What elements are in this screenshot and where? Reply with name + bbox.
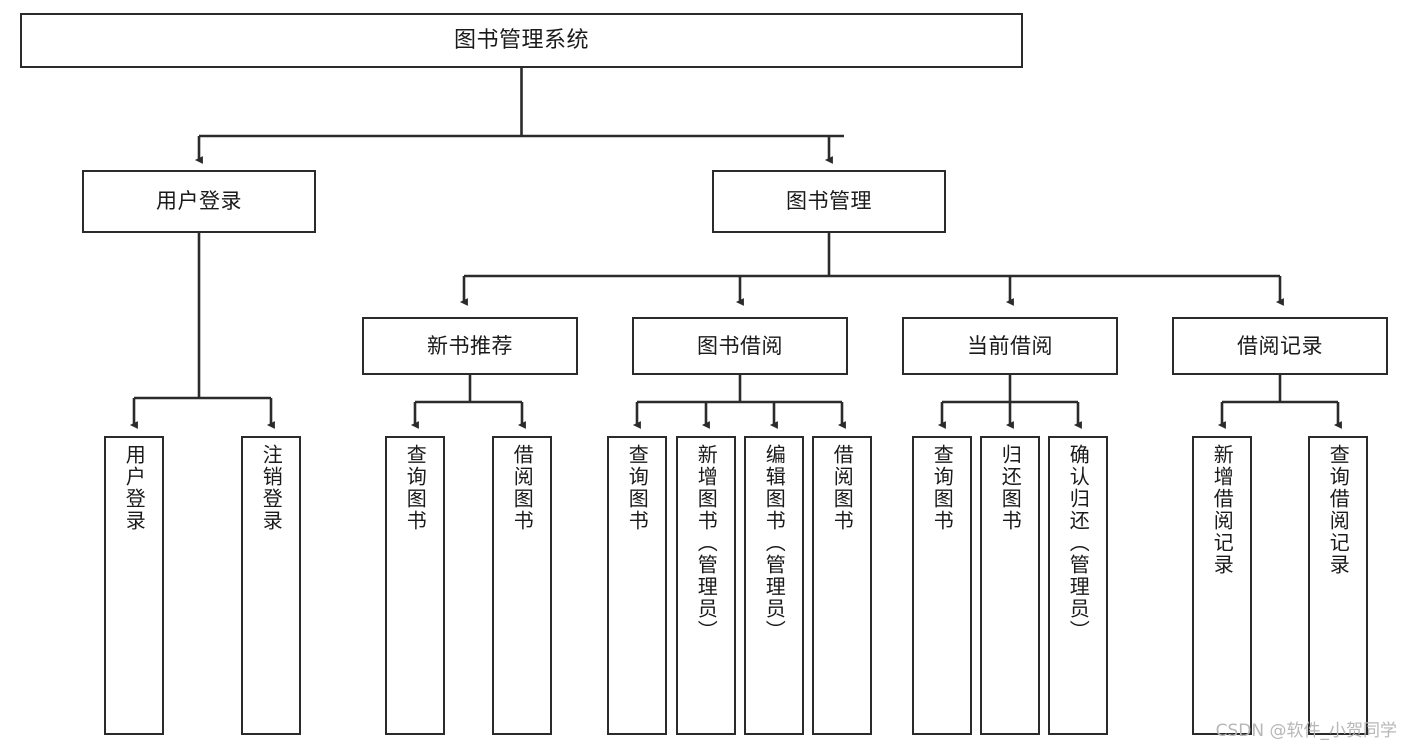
node-book-borrow[interactable]: 图书借阅 bbox=[632, 317, 848, 375]
node-root-book-management-system[interactable]: 图书管理系统 bbox=[20, 13, 1023, 68]
node-label: 用户登录 bbox=[156, 189, 242, 214]
node-label: 当前借阅 bbox=[967, 333, 1053, 358]
node-label: 借阅图书 bbox=[510, 444, 535, 532]
node-leaf-borrow-book[interactable]: 借阅图书 bbox=[812, 436, 872, 735]
node-label: 图书管理 bbox=[786, 189, 872, 214]
watermark-text: CSDN @软件_小贺同学 bbox=[1215, 721, 1397, 741]
node-label: 借阅记录 bbox=[1237, 333, 1323, 358]
node-label: 新增借阅记录 bbox=[1210, 444, 1235, 576]
node-leaf-edit-book-admin[interactable]: 编辑图书（管理员） bbox=[744, 436, 804, 735]
node-label: 查询图书 bbox=[403, 444, 428, 532]
node-leaf-query-borrow-record[interactable]: 查询借阅记录 bbox=[1308, 436, 1368, 735]
node-label: 查询图书 bbox=[625, 444, 650, 532]
node-label: 注销登录 bbox=[259, 444, 284, 532]
node-label: 查询图书 bbox=[930, 444, 955, 532]
node-borrow-record[interactable]: 借阅记录 bbox=[1172, 317, 1388, 375]
node-leaf-add-borrow-record[interactable]: 新增借阅记录 bbox=[1192, 436, 1252, 735]
node-leaf-return-book[interactable]: 归还图书 bbox=[980, 436, 1040, 735]
node-label: 归还图书 bbox=[998, 444, 1023, 532]
node-leaf-logout[interactable]: 注销登录 bbox=[241, 436, 301, 735]
node-leaf-query-book-current[interactable]: 查询图书 bbox=[912, 436, 972, 735]
node-label: 用户登录 bbox=[122, 444, 147, 532]
node-leaf-query-book-recommend[interactable]: 查询图书 bbox=[385, 436, 445, 735]
node-leaf-user-login[interactable]: 用户登录 bbox=[104, 436, 164, 735]
node-user-login[interactable]: 用户登录 bbox=[82, 170, 316, 233]
node-label: 确认归还（管理员） bbox=[1066, 444, 1091, 642]
node-label: 图书借阅 bbox=[697, 333, 783, 358]
node-leaf-borrow-book-recommend[interactable]: 借阅图书 bbox=[492, 436, 552, 735]
node-leaf-add-book-admin[interactable]: 新增图书（管理员） bbox=[676, 436, 736, 735]
node-leaf-query-book-borrow[interactable]: 查询图书 bbox=[607, 436, 667, 735]
node-label: 图书管理系统 bbox=[453, 27, 589, 53]
node-label: 查询借阅记录 bbox=[1326, 444, 1351, 576]
node-current-borrow[interactable]: 当前借阅 bbox=[902, 317, 1118, 375]
node-book-management[interactable]: 图书管理 bbox=[712, 170, 946, 233]
node-leaf-confirm-return-admin[interactable]: 确认归还（管理员） bbox=[1048, 436, 1108, 735]
node-label: 编辑图书（管理员） bbox=[762, 444, 787, 642]
node-label: 新书推荐 bbox=[427, 333, 513, 358]
node-label: 新增图书（管理员） bbox=[694, 444, 719, 642]
node-label: 借阅图书 bbox=[830, 444, 855, 532]
node-new-book-recommend[interactable]: 新书推荐 bbox=[362, 317, 578, 375]
